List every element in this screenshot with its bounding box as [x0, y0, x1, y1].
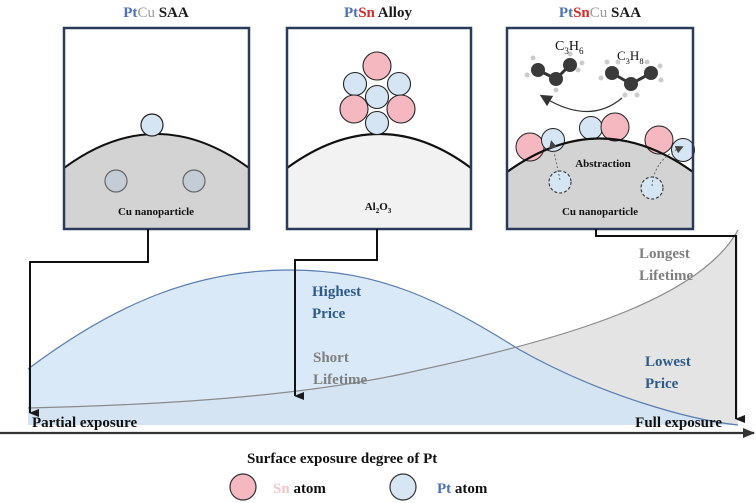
- panel-frame: [505, 26, 695, 231]
- panel-ptcu-saa: Cu nanoparticle PtCu SAA: [62, 5, 251, 231]
- sn-atom: [362, 51, 392, 81]
- subsurface-pt-atom: [548, 170, 572, 194]
- sn-atom-symbol: [229, 473, 257, 501]
- chart-area: [27, 229, 739, 426]
- title-part: Cu: [137, 5, 155, 21]
- subsurface-atom: [182, 169, 206, 193]
- propane-formula: C3H8: [617, 48, 644, 66]
- connector-arrow-ptcu: [29, 229, 149, 417]
- legend: Sn atom Pt atom: [229, 473, 488, 501]
- highest-price-label: Highest Price: [312, 284, 365, 322]
- ptsn-cluster: [339, 51, 416, 136]
- pt-atom: [342, 71, 368, 97]
- title-part: Alloy: [375, 5, 413, 21]
- pt-atom: [364, 110, 390, 136]
- propylene-molecule-icon: [524, 51, 585, 93]
- pt-atom: [386, 71, 412, 97]
- sn-atom: [600, 112, 630, 142]
- abstraction-label: Abstraction: [575, 158, 631, 170]
- title-part: Pt: [123, 5, 137, 21]
- title-part: SAA: [155, 5, 189, 21]
- pt-atom: [140, 113, 164, 137]
- abstraction-arrow: [549, 140, 561, 181]
- cu-nanoparticle-support: [64, 134, 249, 229]
- sn-atom: [644, 125, 674, 155]
- panel-frame: [285, 26, 473, 231]
- propylene-formula: C3H6: [555, 39, 584, 56]
- title-part: Sn: [573, 5, 590, 21]
- panel-title: PtSn Alloy: [344, 5, 412, 21]
- partial-exposure-label: Partial exposure: [32, 415, 137, 431]
- panel-ptsn-alloy: Al2O3 PtSn Alloy: [285, 5, 473, 231]
- price-area: [28, 270, 738, 425]
- panel-title: PtSnCu SAA: [559, 5, 641, 21]
- subsurface-pt-atom: [640, 176, 664, 200]
- support-label: Al2O3: [365, 201, 392, 215]
- sn-atom: [339, 94, 369, 124]
- panel-ptsncu-saa: C3H6 C3H8 Abstraction Cu nanoparticle Pt…: [505, 5, 695, 231]
- sn-atom: [386, 94, 416, 124]
- pt-atom: [364, 84, 390, 110]
- pt-atom: [579, 116, 603, 140]
- legend-label: Sn atom: [273, 481, 326, 497]
- connector-arrow-ptsncu: [595, 229, 745, 423]
- al2o3-support: [287, 134, 471, 229]
- short-lifetime-label: Short Lifetime: [313, 350, 367, 388]
- title-part: Pt: [344, 5, 358, 21]
- full-exposure-label: Full exposure: [635, 415, 722, 431]
- pt-atom-symbol: [389, 473, 417, 501]
- lowest-price-label: Lowest Price: [645, 354, 695, 392]
- title-part: Pt: [559, 5, 573, 21]
- legend-label: Pt atom: [437, 481, 488, 497]
- propane-molecule-icon: [598, 59, 664, 98]
- longest-lifetime-label: Longest Lifetime: [639, 246, 694, 284]
- price-curve: [27, 269, 739, 426]
- title-part: Cu: [590, 5, 608, 21]
- title-part: SAA: [607, 5, 641, 21]
- x-axis-title: Surface exposure degree of Pt: [247, 451, 437, 467]
- abstraction-arrow: [651, 146, 684, 187]
- lifetime-curve: [27, 229, 739, 409]
- title-part: Sn: [358, 5, 375, 21]
- cu-nanoparticle-support: [507, 138, 693, 229]
- panel-title: PtCu SAA: [123, 5, 189, 21]
- support-label: Cu nanoparticle: [118, 206, 194, 218]
- reaction-arrow: [539, 94, 623, 113]
- connector-arrow-ptsn: [294, 229, 378, 400]
- panel-frame: [62, 26, 251, 231]
- support-label: Cu nanoparticle: [562, 206, 638, 218]
- pt-atom: [671, 138, 695, 162]
- subsurface-atom: [104, 169, 128, 193]
- legend-item-pt: Pt atom: [389, 473, 488, 501]
- legend-item-sn: Sn atom: [229, 473, 326, 501]
